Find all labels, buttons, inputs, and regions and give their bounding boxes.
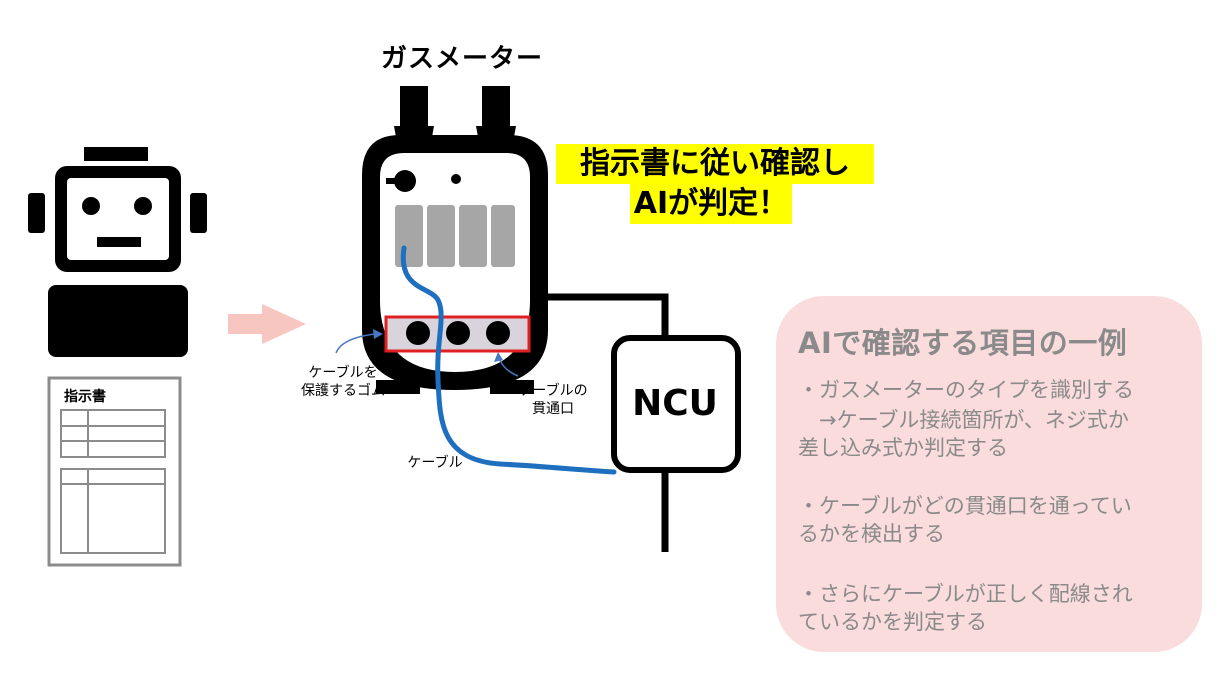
arrow-right-icon xyxy=(228,304,306,344)
port-label-line-2: 貫通口 xyxy=(532,401,574,417)
ai-checks-panel xyxy=(776,296,1202,652)
instruction-doc-title: 指示書 xyxy=(64,389,106,405)
port-label: ケーブルの 貫通口 xyxy=(510,382,596,418)
rubber-label-line-2: 保護するゴム xyxy=(301,383,385,399)
cable-label: ケーブル xyxy=(407,455,463,471)
panel-line-6: ・さらにケーブルが正しく配線され xyxy=(798,582,1133,606)
label-pointer-lines xyxy=(335,333,519,377)
ncu-wire xyxy=(540,293,669,552)
document-icon xyxy=(47,376,182,567)
diagram-title: ガスメーター xyxy=(380,44,543,74)
panel-line-4: ・ケーブルがどの貫通口を通ってい xyxy=(798,494,1132,518)
panel-line-5: るかを検出する xyxy=(798,522,945,546)
pointer-head-rubber xyxy=(373,329,383,339)
panel-line-7: ているかを判定する xyxy=(798,610,987,634)
callout-line-1: 指示書に従い確認し xyxy=(556,144,874,184)
ncu-box-icon xyxy=(611,335,741,473)
rubber-label: ケーブルを 保護するゴム xyxy=(298,364,388,400)
callout-line-2: AIが判定！ xyxy=(629,184,793,224)
panel-line-3: 差し込み式か判定する xyxy=(798,436,1008,460)
robot-icon xyxy=(28,147,207,357)
cable xyxy=(400,245,617,475)
panel-line-1: ・ガスメーターのタイプを識別する xyxy=(798,378,1134,402)
gas-meter-icon xyxy=(362,86,548,394)
port-label-line-1: ケーブルの xyxy=(518,383,588,399)
pointer-head-port xyxy=(494,352,503,362)
meter-display xyxy=(395,205,515,267)
highlight-callout: 指示書に従い確認し AIが判定！ xyxy=(556,144,874,224)
ncu-label: NCU xyxy=(632,383,718,424)
panel-line-2: →ケーブル接続箇所が、ネジ式か xyxy=(798,408,1129,432)
panel-title: AIで確認する項目の一例 xyxy=(798,326,1128,360)
rubber-label-line-1: ケーブルを xyxy=(308,365,378,381)
